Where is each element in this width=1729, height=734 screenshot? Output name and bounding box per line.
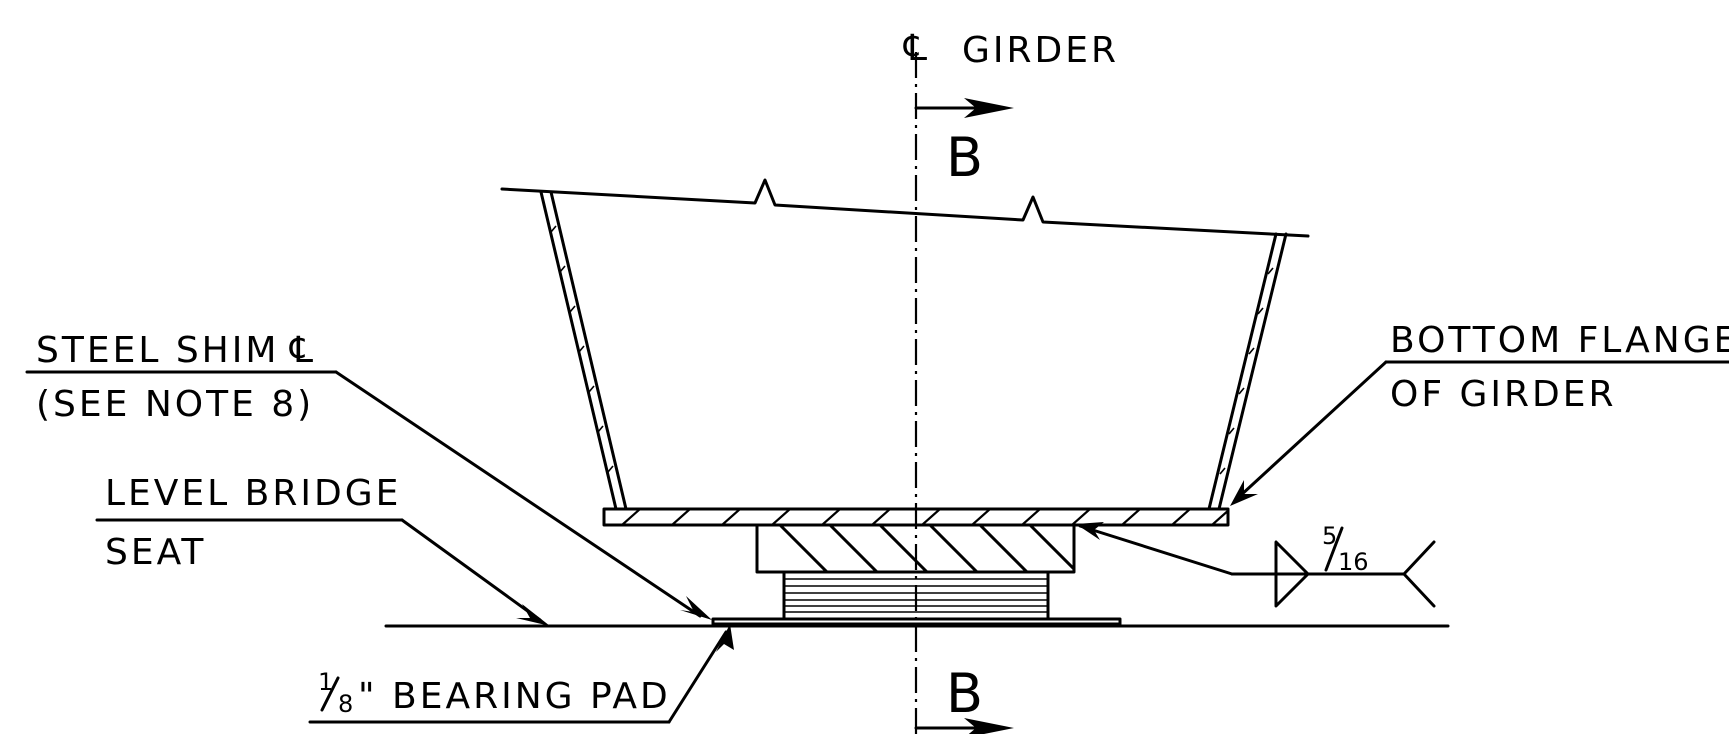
weld-symbol: 5 16 — [1076, 522, 1436, 608]
section-arrow-top-icon — [964, 98, 1014, 118]
girder-web-left — [539, 190, 628, 511]
section-mark-top: B — [914, 98, 1014, 189]
centerline-symbol: ℄ — [903, 28, 930, 69]
weld-leader-arrow-icon — [1076, 522, 1104, 540]
section-mark-top-letter: B — [946, 126, 983, 189]
weld-size-num: 5 — [1322, 522, 1337, 550]
bottom-flange-label: BOTTOM FLANGE — [1390, 320, 1729, 361]
girder-top-break-line — [500, 178, 1310, 238]
centerline-label: GIRDER — [962, 30, 1119, 71]
bearing-pad — [711, 617, 1122, 626]
girder-web-right — [1207, 232, 1288, 511]
level-bridge-label: LEVEL BRIDGE — [105, 473, 401, 514]
steel-shim-note: (SEE NOTE 8) — [36, 384, 314, 425]
bottom-flange-leader-arrow-icon — [1230, 480, 1258, 506]
section-mark-bottom-letter: B — [946, 662, 983, 725]
seat-label: SEAT — [105, 532, 206, 573]
section-arrow-bottom-icon — [964, 718, 1014, 734]
section-mark-bottom: B — [914, 662, 1014, 734]
fillet-weld-icon — [1274, 540, 1310, 608]
callout-level-bridge-seat: LEVEL BRIDGE SEAT — [95, 473, 550, 626]
bearing-pad-fraction-den: 8 — [338, 690, 353, 718]
bearing-pad-fraction-num: 1 — [318, 668, 333, 696]
bearing-pad-leader-arrow-icon — [716, 624, 734, 652]
callout-bottom-flange: BOTTOM FLANGE OF GIRDER — [1230, 320, 1729, 506]
level-bridge-leader-arrow-icon — [516, 604, 550, 626]
callout-steel-shim: STEEL SHIM ℄ (SEE NOTE 8) — [25, 330, 712, 620]
weld-tail-icon — [1402, 540, 1436, 608]
steel-shim-label: STEEL SHIM — [36, 330, 279, 371]
of-girder-label: OF GIRDER — [1390, 374, 1617, 415]
plate-symbol: ℄ — [289, 330, 316, 371]
bearing-pad-label: " BEARING PAD — [358, 676, 671, 717]
weld-size-den: 16 — [1338, 548, 1369, 576]
steel-shim-leader-arrow-icon — [680, 596, 712, 620]
callout-bearing-pad: 1 8 " BEARING PAD — [308, 624, 734, 724]
